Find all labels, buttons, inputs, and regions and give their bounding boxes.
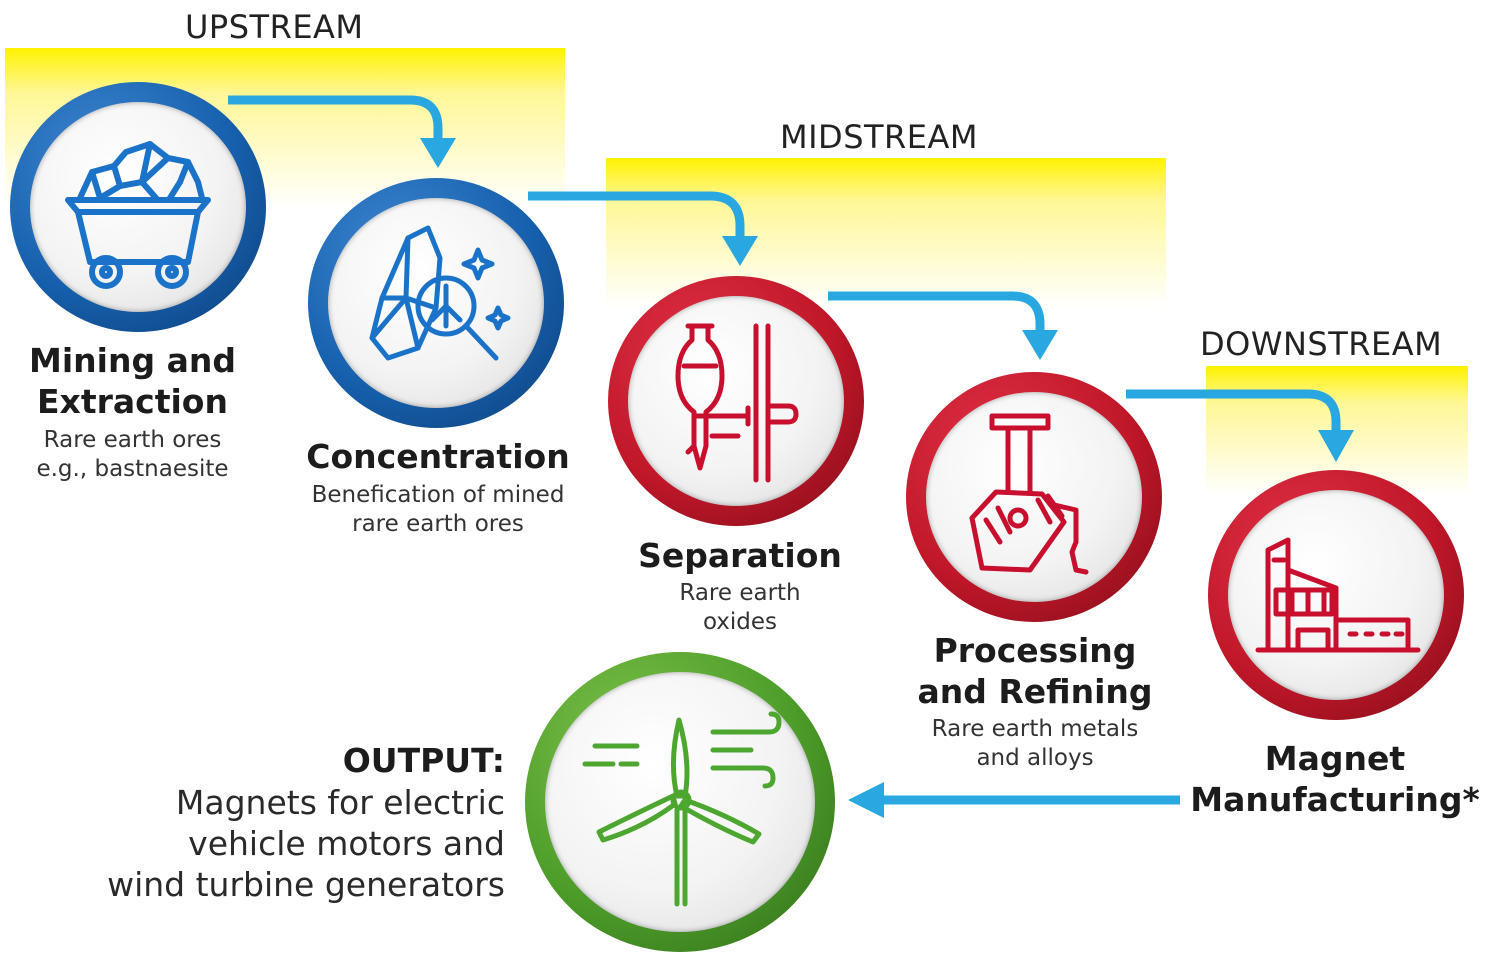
crystal-magnifier-icon [369, 225, 511, 361]
separation-title: Separation [638, 536, 842, 575]
concentration-circle [308, 178, 564, 428]
magnet-manufacturing-circle [1208, 470, 1464, 720]
separation-funnel-icon [675, 323, 799, 483]
processing-refining-desc: Rare earth metals and alloys [931, 716, 1139, 771]
output-desc: Magnets for electric vehicle motors and … [107, 783, 505, 904]
arrow-separation-to-processing [828, 291, 1045, 332]
midstream-label: MIDSTREAM [780, 118, 978, 156]
processing-refining-title: Processing and Refining [917, 631, 1153, 711]
concentration-title: Concentration [306, 437, 570, 476]
mining-extraction-desc: Rare earth ores e.g., bastnaesite [36, 427, 229, 482]
mining-extraction-title: Mining and Extraction [29, 341, 236, 421]
concentration-desc: Benefication of mined rare earth ores [311, 482, 565, 537]
arrow-concentration-to-separation [528, 191, 745, 238]
output-label: OUTPUT: [342, 741, 505, 780]
factory-icon [1255, 537, 1421, 653]
upstream-label: UPSTREAM [185, 8, 364, 46]
wind-turbine-icon [582, 711, 782, 907]
processing-refining-circle [906, 372, 1162, 622]
crucible-pour-icon [969, 413, 1089, 575]
separation-desc: Rare earth oxides [679, 580, 801, 635]
arrow-mining-to-concentration [228, 95, 443, 140]
mine-cart-icon [65, 141, 211, 289]
separation-circle [608, 276, 864, 526]
arrow-processing-to-magnet [1126, 389, 1341, 432]
output-circle [525, 652, 835, 952]
mining-extraction-circle [10, 82, 266, 332]
downstream-label: DOWNSTREAM [1200, 325, 1443, 363]
magnet-manufacturing-title: Magnet Manufacturing* [1190, 739, 1480, 819]
